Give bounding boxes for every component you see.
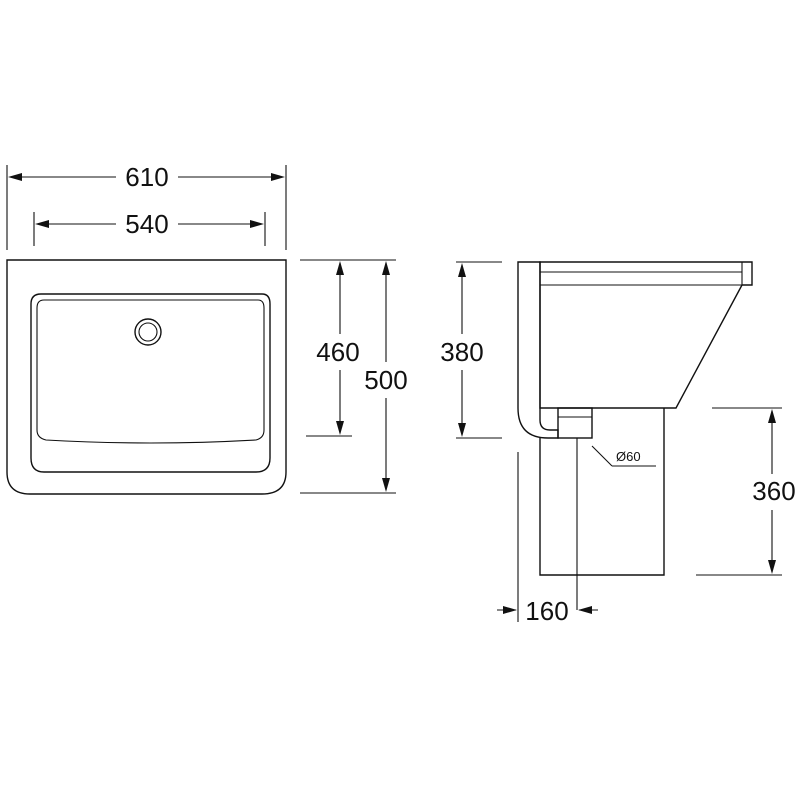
pedestal-outline xyxy=(539,408,665,576)
front-view: 610 540 460 500 xyxy=(6,162,408,495)
bowl-inner-outline xyxy=(30,293,271,473)
dim-610-arrow-left xyxy=(8,173,22,181)
dim-610-arrow-right xyxy=(271,173,285,181)
dim-460-arrow-bottom xyxy=(336,421,344,435)
bowl-floor-outline xyxy=(36,299,265,444)
dim-540-label: 540 xyxy=(125,209,168,239)
dim-380-arrow-bottom xyxy=(458,423,466,437)
dim-160-label: 160 xyxy=(525,596,568,626)
dim-460-label: 460 xyxy=(316,337,359,367)
dim-540-arrow-right xyxy=(250,220,264,228)
dim-360-arrow-top xyxy=(768,409,776,423)
waste-outlet xyxy=(557,407,593,439)
dim-380-arrow-top xyxy=(458,263,466,277)
dim-160-arrow-right xyxy=(578,606,592,614)
dim-500-label: 500 xyxy=(364,365,407,395)
dia-60-leader xyxy=(591,445,613,467)
side-view: Ø60 380 360 160 xyxy=(440,261,796,626)
dia-60-label: Ø60 xyxy=(616,449,641,464)
dim-460-arrow-top xyxy=(336,261,344,275)
dim-500-arrow-bottom xyxy=(382,478,390,492)
basin-side-outline xyxy=(539,261,753,409)
dim-610-label: 610 xyxy=(125,162,168,192)
dim-160-arrow-left xyxy=(503,606,517,614)
wall-bracket xyxy=(517,261,559,439)
drain-icon xyxy=(134,318,162,346)
dim-360-label: 360 xyxy=(752,476,795,506)
dim-500-arrow-top xyxy=(382,261,390,275)
dim-380-label: 380 xyxy=(440,337,483,367)
dim-540-arrow-left xyxy=(35,220,49,228)
dim-360-arrow-bottom xyxy=(768,560,776,574)
basin-outer-outline xyxy=(6,259,287,495)
drain-inner-ring xyxy=(138,322,158,342)
